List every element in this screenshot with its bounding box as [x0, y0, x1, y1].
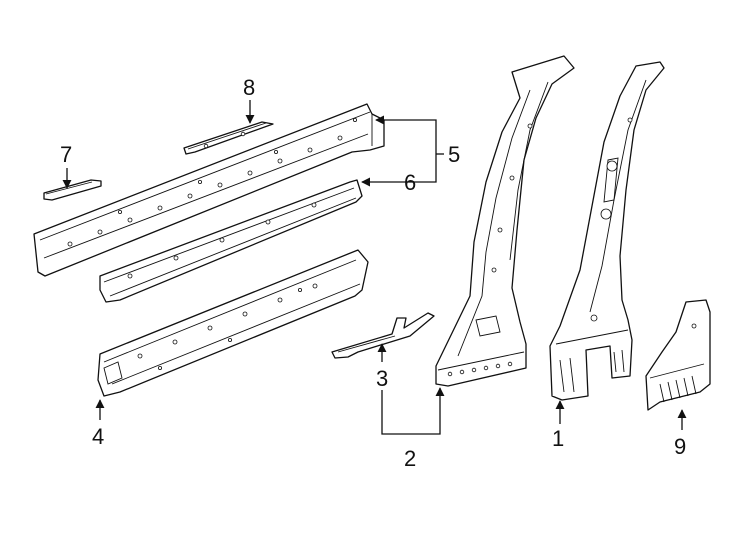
part-7-reinforcement[interactable]: [43, 179, 102, 201]
part-2-pillar-outer[interactable]: [435, 55, 575, 387]
callout-2: 2: [404, 446, 416, 471]
callout-5: 5: [448, 142, 460, 167]
part-1-pillar-inner[interactable]: [549, 61, 665, 401]
part-3-bracket[interactable]: [331, 312, 435, 359]
leader-6: [361, 154, 437, 187]
part-4-rocker-outer[interactable]: [97, 249, 369, 397]
callout-9: 9: [674, 434, 686, 459]
leader-2: [381, 387, 445, 435]
callout-6: 6: [404, 170, 416, 195]
callout-1: 1: [552, 426, 564, 451]
part-9-pillar-trim[interactable]: [645, 299, 711, 411]
part-8-bracket[interactable]: [183, 121, 274, 155]
callout-8: 8: [243, 75, 255, 100]
part-6-rocker-reinforcement[interactable]: [99, 179, 363, 303]
part-5-rocker-inner-panel[interactable]: [33, 103, 385, 277]
leader-5: [375, 115, 437, 154]
leader-lines: [62, 100, 687, 435]
callout-3: 3: [376, 366, 388, 391]
callout-4: 4: [92, 424, 104, 449]
callout-7: 7: [60, 142, 72, 167]
